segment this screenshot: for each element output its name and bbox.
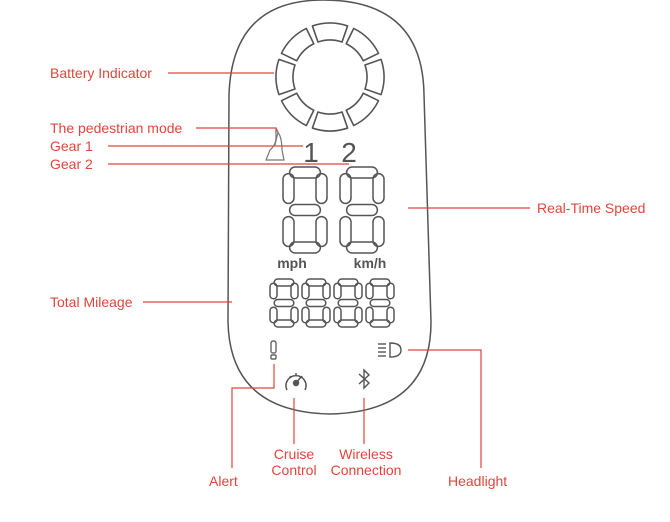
digit-segment <box>273 319 295 328</box>
headlight-label: Headlight <box>448 473 508 489</box>
digit-segment <box>345 166 379 179</box>
digit-segment <box>345 203 379 217</box>
speed-digit <box>339 166 385 254</box>
bluetooth-icon <box>358 368 371 390</box>
cruise-label-line2: Control <box>271 462 317 478</box>
speedometer-icon <box>285 373 307 391</box>
digit-segment <box>337 319 359 328</box>
pedestrian-leader <box>196 127 277 133</box>
gear2-label: Gear 2 <box>50 156 93 172</box>
digit-segment <box>315 172 328 205</box>
digit-segment <box>282 215 295 248</box>
mileage-digit <box>301 278 331 328</box>
battery-segment <box>311 22 349 43</box>
digit-segment <box>372 215 385 248</box>
digit-segment <box>282 172 295 205</box>
mileage-digit <box>365 278 395 328</box>
wireless-label-line1: Wireless <box>339 446 393 462</box>
digit-segment <box>345 241 379 254</box>
pedestrian-icon <box>265 127 285 161</box>
digit-segment <box>305 298 327 308</box>
device-outline <box>227 0 432 415</box>
digit-segment <box>288 203 322 217</box>
digit-segment <box>365 282 374 300</box>
digit-segment <box>269 282 278 300</box>
digit-segment <box>386 306 395 324</box>
wireless-label-line2: Connection <box>330 462 402 478</box>
battery-label: Battery Indicator <box>50 65 152 81</box>
mileage-display <box>269 278 395 328</box>
pedestrian-label: The pedestrian mode <box>50 120 183 136</box>
speed-display <box>282 166 385 254</box>
speed-label: Real-Time Speed <box>537 200 646 216</box>
digit-segment <box>290 306 299 324</box>
digit-segment <box>288 241 322 254</box>
battery-segment <box>364 58 385 96</box>
digit-segment <box>339 215 352 248</box>
digit-segment <box>305 319 327 328</box>
unit-kmh: km/h <box>354 255 387 271</box>
digit-segment <box>354 282 363 300</box>
alert-label: Alert <box>209 473 238 489</box>
digit-segment <box>273 278 295 287</box>
headlight-icon <box>378 342 402 358</box>
digit-segment <box>365 306 374 324</box>
digit-segment <box>369 298 391 308</box>
battery-segment <box>345 27 380 62</box>
mileage-digit <box>333 278 363 328</box>
digit-segment <box>301 282 310 300</box>
unit-mph: mph <box>277 255 307 271</box>
digit-segment <box>354 306 363 324</box>
digit-segment <box>288 166 322 179</box>
digit-segment <box>269 306 278 324</box>
digit-segment <box>301 306 310 324</box>
battery-ring <box>275 22 385 132</box>
battery-segment <box>275 58 296 96</box>
gear-1-digit: 1 <box>303 137 319 168</box>
mileage-digit <box>269 278 299 328</box>
digit-segment <box>315 215 328 248</box>
digit-segment <box>322 282 331 300</box>
digit-segment <box>372 172 385 205</box>
battery-segment <box>280 27 315 62</box>
digit-segment <box>369 319 391 328</box>
battery-segment <box>311 111 349 132</box>
digit-segment <box>339 172 352 205</box>
digit-segment <box>322 306 331 324</box>
digit-segment <box>290 282 299 300</box>
gear-2-digit: 2 <box>341 137 357 168</box>
annotation-lines <box>108 72 530 468</box>
battery-segment <box>345 92 380 127</box>
digit-segment <box>333 306 342 324</box>
battery-segment <box>280 92 315 127</box>
speed-digit <box>282 166 328 254</box>
digit-segment <box>305 278 327 287</box>
digit-segment <box>333 282 342 300</box>
alert-leader <box>231 364 275 468</box>
gear1-label: Gear 1 <box>50 138 93 154</box>
digit-segment <box>337 278 359 287</box>
alert-icon <box>270 340 277 360</box>
wireless-label: Wireless Connection <box>324 446 408 478</box>
headlight-leader <box>408 349 482 468</box>
mileage-label: Total Mileage <box>50 294 133 310</box>
digit-segment <box>273 298 295 308</box>
cruise-label: Cruise Control <box>262 446 326 478</box>
digit-segment <box>337 298 359 308</box>
digit-segment <box>386 282 395 300</box>
cruise-label-line1: Cruise <box>273 446 315 462</box>
digit-segment <box>369 278 391 287</box>
